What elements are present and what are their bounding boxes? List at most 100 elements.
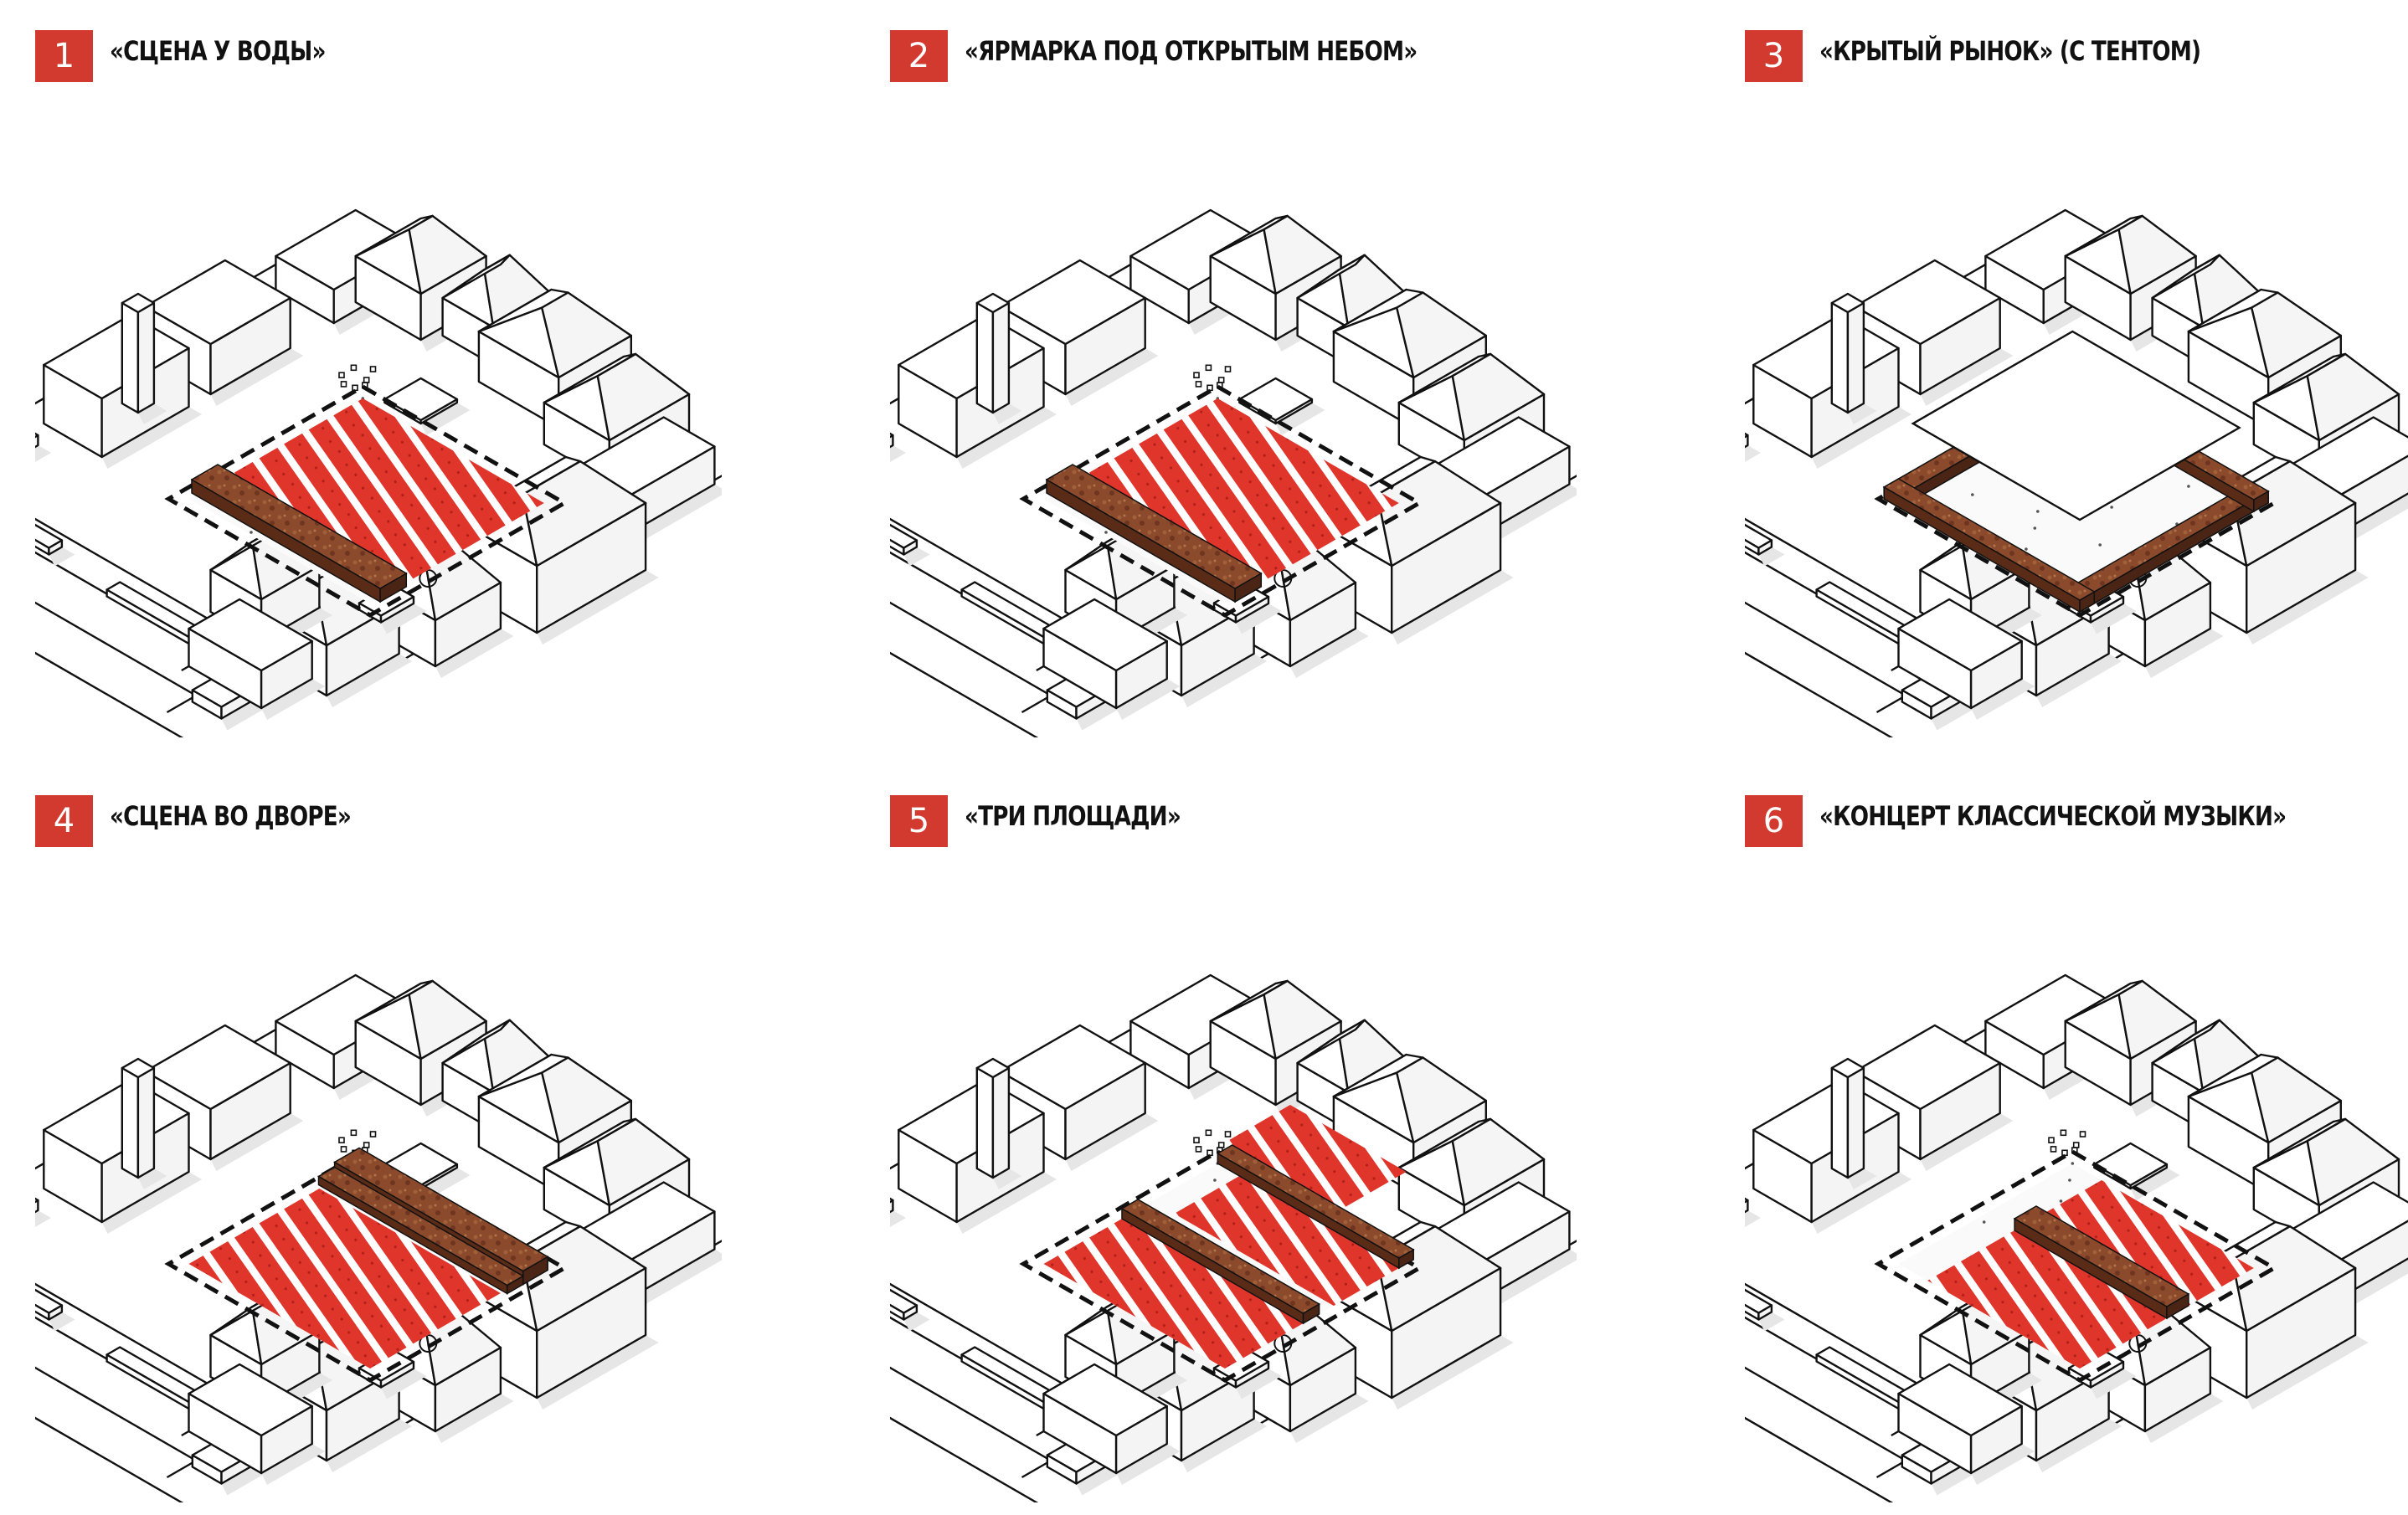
event-area [1043,1218,1305,1369]
building-roof [2064,214,2143,258]
building-shadow [1289,1394,1369,1443]
tree-marker [369,1131,377,1138]
building-roof [890,1288,918,1314]
chimney [975,292,1022,424]
site-boundary [1874,1149,2279,1383]
building-roof [1296,254,1366,300]
site-boundary [1019,384,1424,618]
building-roof [1397,1117,1492,1169]
building-roof [2064,979,2143,1023]
kiosk [35,432,51,462]
building-shadow [1971,679,2035,720]
building-shadow [1811,1172,1912,1234]
building-wall [121,1066,140,1179]
building-roof [441,1019,511,1065]
kiosk [1745,1288,1785,1332]
building-shadow [261,679,326,720]
tree-marker [1207,384,1213,392]
building-roof [1830,292,1865,314]
embankment-line [890,601,1088,718]
tree-marker [1193,372,1200,379]
event-area [1225,1105,1407,1209]
tree-marker [340,1146,347,1153]
building-shadow [1392,570,1514,645]
stage-top [1216,1144,1415,1259]
embankment-line [890,651,1039,737]
building-roof [121,292,156,314]
building-shadow [1920,1113,2014,1171]
tree-marker [1205,364,1212,372]
chimney [975,1057,1022,1189]
tree-marker [1207,1149,1213,1157]
building-shadow [381,1369,427,1399]
building-roof [975,292,1011,314]
building-roof [1745,432,1749,439]
building-roof [1209,214,1289,258]
tree-marker [1195,381,1202,388]
tree-marker [1217,1142,1225,1148]
building-shadow [627,484,722,547]
panel-4: 4 «СЦЕНА ВО ДВОРЕ» [35,795,789,1515]
stage-top [190,464,408,589]
building-roof [2151,1019,2220,1065]
building-shadow [1236,603,1282,634]
building-roof [890,432,894,439]
embankment-line [35,651,184,737]
building-shadow [210,1113,304,1171]
tree-marker [1205,1129,1212,1137]
bench [2067,1348,2137,1399]
building-roof [1209,979,1289,1023]
building-shadow [35,445,51,462]
building-roof [1332,1053,1424,1098]
tree-marker [369,366,377,372]
building-wall [991,1066,1011,1179]
building-wall [136,301,156,414]
building-wall [136,1066,156,1179]
building-shadow [1065,348,1159,406]
embankment-line [890,1416,1039,1502]
paving-dot [1213,1179,1217,1182]
embankment-line [1745,601,1943,718]
building-roof [35,1197,39,1204]
building-roof [1042,598,1168,672]
kiosk [1745,523,1785,567]
building-roof [275,973,415,1056]
tree-marker [2072,1142,2080,1148]
kiosk [890,523,930,567]
building-wall [1846,1066,1865,1179]
chimney [1830,1057,1877,1189]
kiosk [890,1197,906,1227]
kiosk [890,432,906,462]
building-shadow [627,1249,722,1312]
building-roof [1984,973,2125,1056]
building [1854,259,2014,406]
building-shadow [1181,1419,1268,1472]
building-shadow [381,603,427,634]
building-roof [1332,288,1424,333]
building-shadow [1116,679,1181,720]
building-roof [999,259,1146,346]
building-shadow [2246,570,2369,645]
stage-top [1882,478,2096,601]
building-roof [890,523,918,549]
building-roof [144,1024,291,1111]
building-roof [35,1288,64,1314]
building-roof [1129,208,1270,291]
embankment-line [890,1366,1088,1483]
stage-top [333,1147,549,1272]
bench [358,583,427,634]
event-area [221,398,544,585]
stage-top [1045,464,1263,589]
building-roof [1745,523,1773,549]
tree-marker [1195,1146,1202,1153]
building [1897,598,2035,720]
building-shadow [1116,1444,1181,1485]
panel-title: «КРЫТЫЙ РЫНОК» (С ТЕНТОМ) [1819,35,2201,67]
building-shadow [1289,629,1369,678]
building-shadow [1482,1249,1577,1312]
panel-title: «ТРИ ПЛОЩАДИ» [965,800,1181,832]
event-area [1076,398,1399,585]
building-shadow [2144,629,2224,678]
building-roof [1984,208,2125,291]
isometric-site-plan [890,973,1577,1502]
